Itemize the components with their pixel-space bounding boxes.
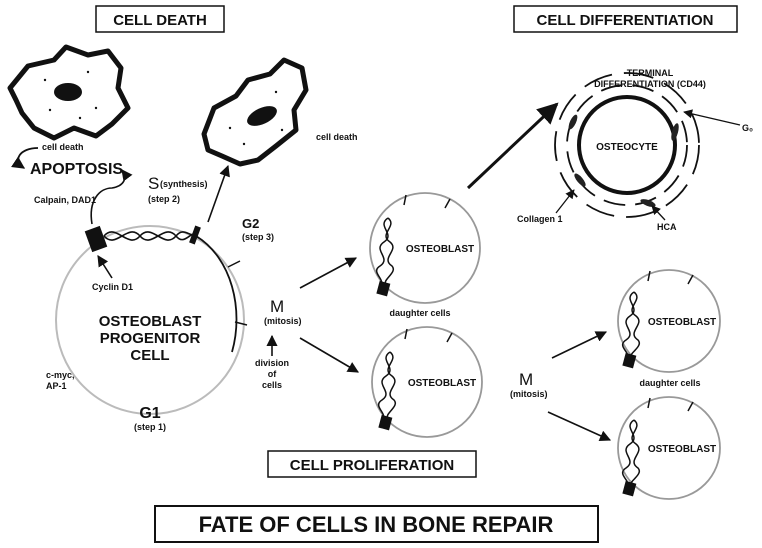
division-line-1: division — [255, 358, 289, 368]
cyclin-arrow — [97, 255, 113, 279]
m2-mitosis-label: (mitosis) — [510, 389, 548, 399]
necrosis-arrow — [207, 164, 230, 223]
division-line-2: of — [268, 369, 277, 379]
cmyc-label: c-myc, — [46, 370, 75, 380]
apoptosis-label: APOPTOSIS — [30, 161, 123, 178]
dead-cell-left — [7, 44, 131, 141]
s-synthesis-label: (synthesis) — [160, 179, 208, 189]
m1-lower-arrow — [299, 337, 359, 373]
daughter-cells-label-1: daughter cells — [389, 308, 450, 318]
osteocyte-label: OSTEOCYTE — [596, 142, 658, 153]
calpain-label: Calpain, DAD1 — [34, 195, 96, 205]
cell-cycle-arc — [195, 235, 238, 353]
cell-differentiation-box: CELL DIFFERENTIATION — [513, 5, 738, 33]
cell-death-label-1: cell death — [42, 142, 84, 152]
main-title-box: FATE OF CELLS IN BONE REPAIR — [154, 505, 599, 543]
m2-label: M — [519, 370, 533, 389]
terminal-label-1: TERMINAL — [627, 68, 674, 78]
s-step-label: (step 2) — [148, 194, 180, 204]
osteoblast-label-2: OSTEOBLAST — [408, 378, 476, 389]
cyclin-label: Cyclin D1 — [92, 282, 133, 292]
progenitor-line-3: CELL — [130, 347, 169, 364]
cell-death-box: CELL DEATH — [95, 5, 225, 33]
g0-arrow — [683, 109, 741, 126]
osteoblast-cell-2: OSTEOBLAST — [371, 326, 483, 438]
osteoblast-cell-4: OSTEOBLAST — [617, 396, 721, 500]
hca-arrow — [651, 205, 666, 221]
osteoblast-label-1: OSTEOBLAST — [406, 244, 474, 255]
progenitor-line-1: OSTEOBLAST — [99, 313, 202, 330]
differentiation-arrow — [466, 102, 559, 190]
osteocyte-cell: OSTEOCYTE — [554, 72, 700, 218]
g1-label: G1 — [139, 405, 160, 422]
progenitor-dna-helix — [84, 225, 201, 253]
apoptosis-arrow — [90, 169, 133, 225]
hca-label: HCA — [657, 222, 677, 232]
cell-death-arrow — [11, 147, 39, 169]
m2-lower-arrow — [547, 411, 612, 441]
g2-label: G2 — [242, 216, 259, 231]
collagen-label: Collagen 1 — [517, 214, 563, 224]
division-line-3: cells — [262, 380, 282, 390]
progenitor-cell — [55, 225, 245, 415]
cell-death-label-2: cell death — [316, 132, 358, 142]
cell-differentiation-heading: CELL DIFFERENTIATION — [537, 12, 714, 29]
daughter-cells-label-2: daughter cells — [639, 378, 700, 388]
g0-label: G₀ — [742, 123, 753, 133]
m1-mitosis-label: (mitosis) — [264, 316, 302, 326]
m1-upper-arrow — [299, 257, 357, 289]
cell-proliferation-box: CELL PROLIFERATION — [267, 450, 477, 478]
m2-upper-arrow — [551, 331, 608, 359]
osteoblast-label-4: OSTEOBLAST — [648, 444, 716, 455]
m1-label: M — [270, 297, 284, 316]
main-title: FATE OF CELLS IN BONE REPAIR — [199, 512, 554, 537]
cell-proliferation-heading: CELL PROLIFERATION — [290, 457, 454, 474]
dead-cell-right — [201, 57, 309, 167]
ap1-label: AP-1 — [46, 381, 67, 391]
terminal-label-2: DIFFERENTIATION (CD44) — [594, 79, 706, 89]
progenitor-line-2: PROGENITOR — [100, 330, 201, 347]
collagen-arrow — [555, 189, 575, 214]
g2-step-label: (step 3) — [242, 232, 274, 242]
osteoblast-label-3: OSTEOBLAST — [648, 317, 716, 328]
cell-death-heading: CELL DEATH — [113, 12, 207, 29]
osteoblast-cell-1: OSTEOBLAST — [369, 192, 481, 304]
g1-step-label: (step 1) — [134, 422, 166, 432]
s-label: S — [148, 174, 159, 193]
osteoblast-cell-3: OSTEOBLAST — [617, 269, 721, 373]
